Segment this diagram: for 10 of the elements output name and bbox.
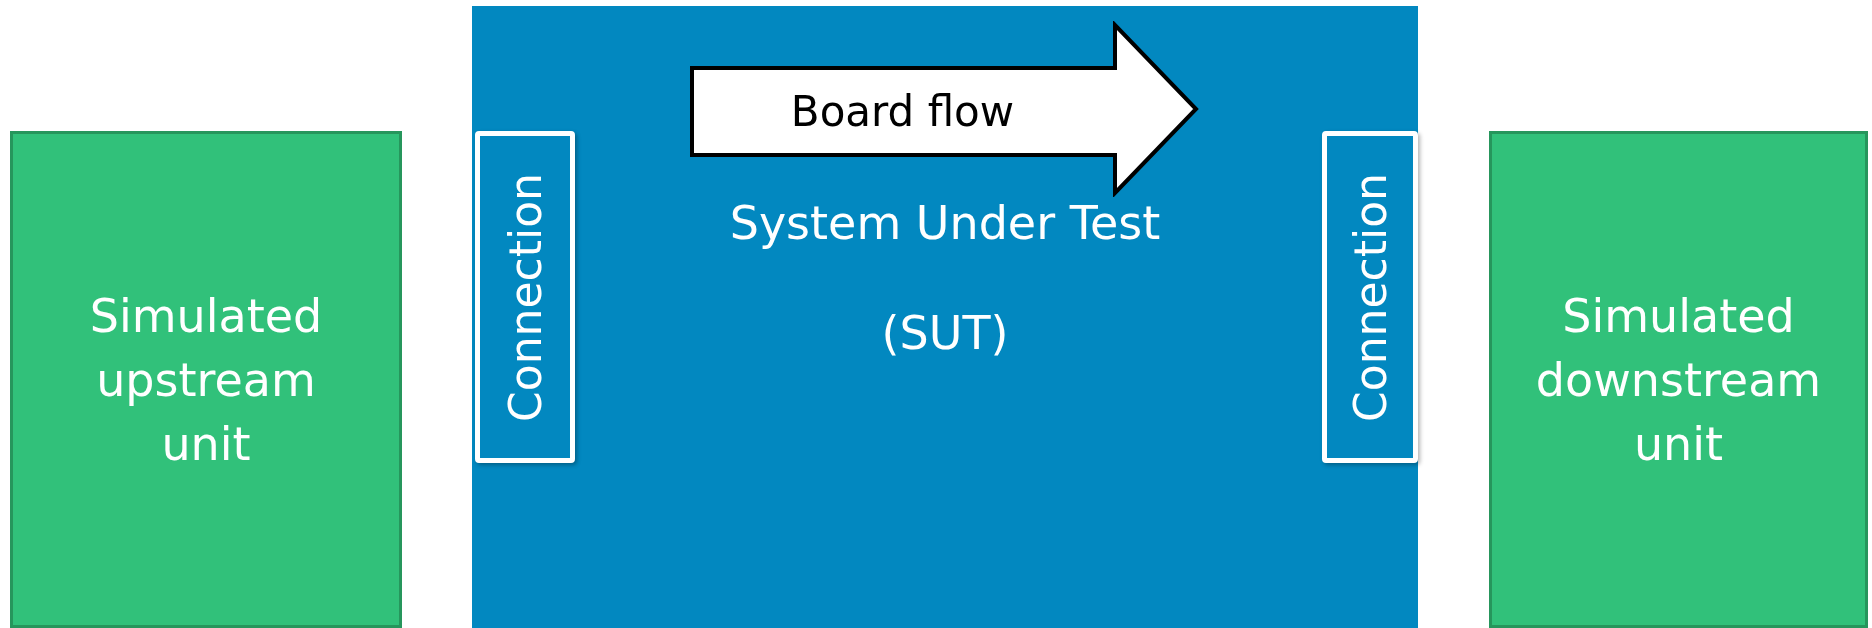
- connection-label: Connection: [499, 172, 551, 422]
- connection-box: [1322, 131, 1418, 463]
- system-panel: [472, 6, 1418, 628]
- arrow-label: Board flow: [789, 86, 1016, 138]
- connection-box: [475, 131, 575, 463]
- unit-box: [1489, 131, 1868, 628]
- unit-label: Simulated upstream unit: [88, 287, 324, 473]
- connection-label: Connection: [1344, 172, 1396, 422]
- unit-label: Simulated downstream unit: [1534, 287, 1823, 473]
- unit-box: [10, 131, 402, 628]
